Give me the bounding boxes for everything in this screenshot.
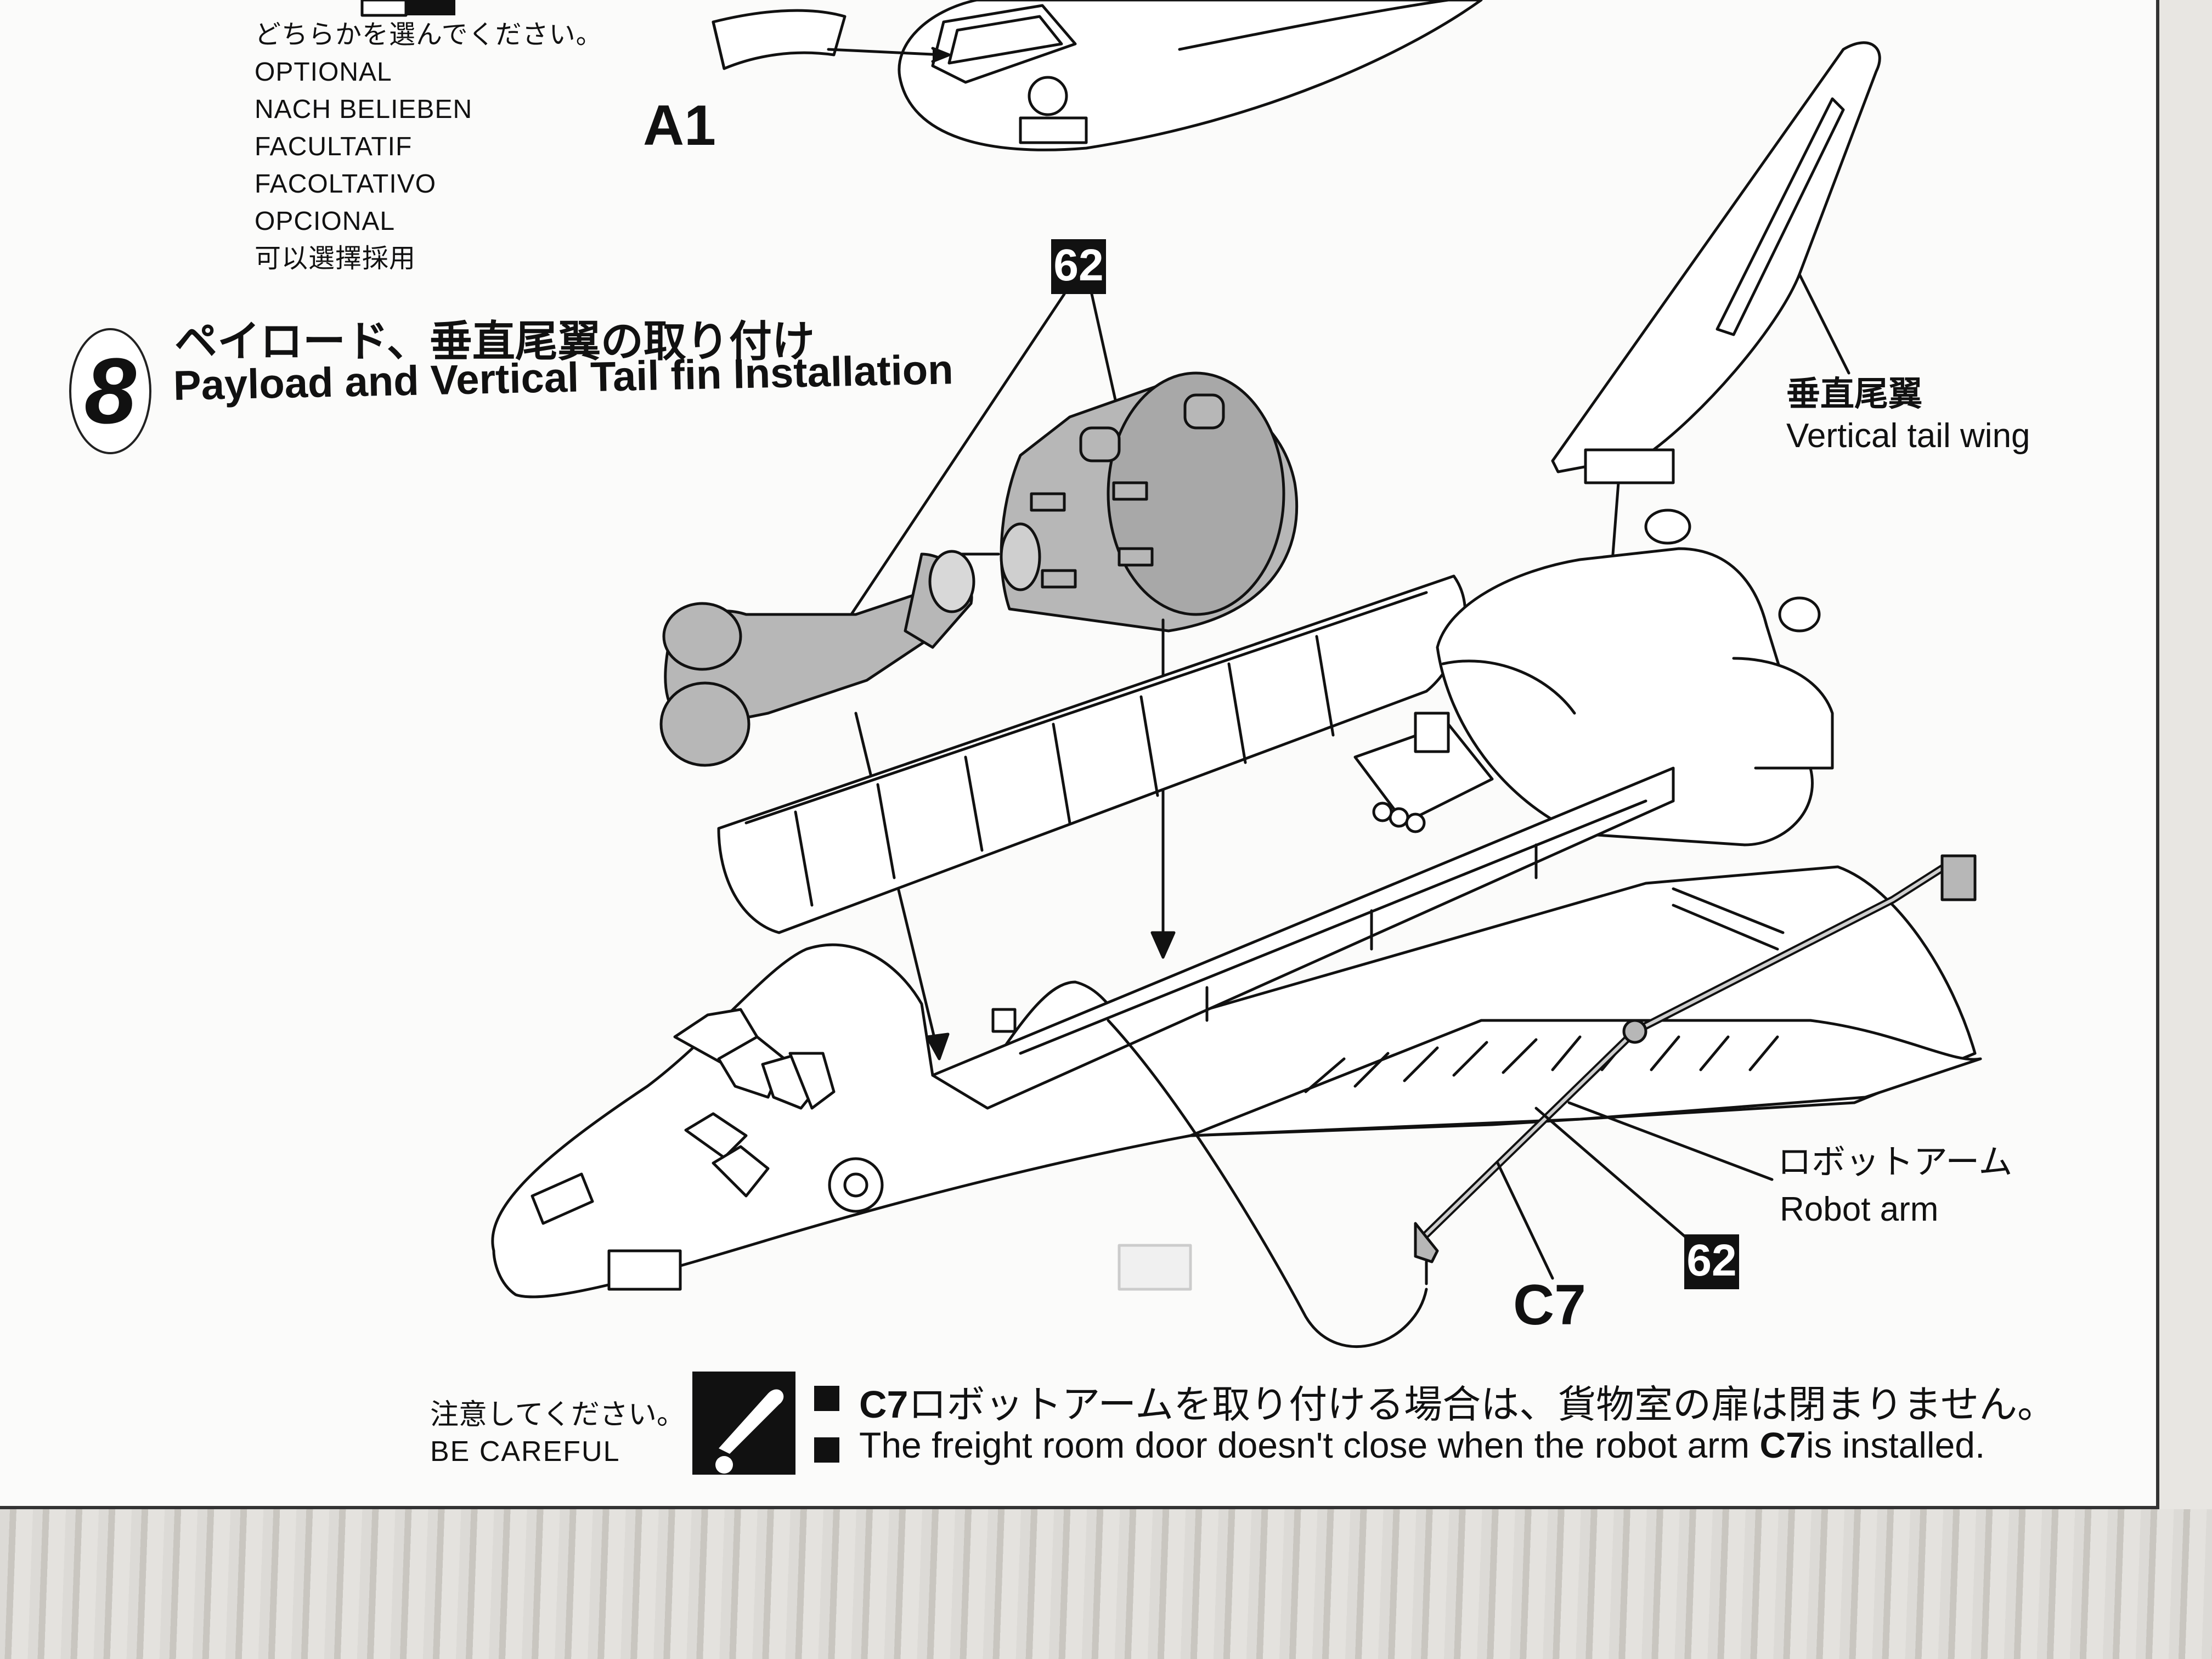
optional-de: NACH BELIEBEN (255, 95, 473, 124)
leader-c7 (1496, 1161, 1554, 1280)
table-surface (0, 1509, 2212, 1659)
caution-note-ja: C7ロボットアームを取り付ける場合は、貨物室の扉は閉まりません。 (859, 1374, 2056, 1429)
part-label-c7: C7 (1513, 1273, 1586, 1337)
vertical-tail-fin (1551, 41, 1881, 484)
callout-arm-en: Robot arm (1780, 1190, 1939, 1228)
square-bullet-icon (814, 1437, 839, 1463)
exclamation-icon (692, 1372, 795, 1475)
leader-62-bottom (1534, 1107, 1697, 1247)
optional-language-list: どちらかを選んでください。 OPTIONAL NACH BELIEBEN FAC… (255, 22, 603, 283)
optional-ja: どちらかを選んでください。 (255, 20, 603, 49)
note-en-post: is installed. (1805, 1425, 1985, 1465)
payload-module (1000, 371, 1299, 633)
note-ja-text: ロボットアームを取り付ける場合は、貨物室の扉は閉まりません。 (908, 1383, 2056, 1426)
optional-fr: FACULTATIF (255, 132, 413, 161)
optional-en: OPTIONAL (255, 58, 392, 87)
callout-tail-ja: 垂直尾翼 (1786, 375, 1923, 413)
leader-robot-arm (1567, 1101, 1774, 1181)
part-label-a1: A1 (643, 94, 716, 157)
part-tab-mark-white (360, 0, 408, 17)
note-en-pre: The freight room door doesn't close when… (859, 1425, 1760, 1465)
assembly-drawing (360, 0, 1982, 1475)
instruction-sheet: どちらかを選んでください。 OPTIONAL NACH BELIEBEN FAC… (0, 0, 2159, 1509)
a1-decal (712, 9, 951, 70)
leader-tail (1798, 273, 1850, 375)
leader-62-module (1090, 292, 1121, 419)
upper-shuttle-nose (898, 0, 1483, 151)
caution-label-ja: 注意してください。 (430, 1399, 685, 1431)
optional-zh: 可以選擇採用 (255, 244, 416, 273)
step-number-badge: 8 (69, 328, 151, 454)
part-number-62-top: 62 (1051, 239, 1106, 294)
callout-tail-en: Vertical tail wing (1786, 417, 2030, 455)
shuttle-body (491, 509, 1982, 1299)
callout-arm-ja: ロボットアーム (1778, 1143, 2013, 1181)
optional-es: OPCIONAL (255, 207, 396, 236)
note-ja-code: C7 (859, 1383, 909, 1426)
square-bullet-icon (814, 1386, 839, 1411)
caution-note-en: The freight room door doesn't close when… (859, 1424, 1985, 1466)
note-en-code: C7 (1759, 1425, 1806, 1465)
step-number: 8 (84, 339, 137, 443)
optional-it: FACOLTATIVO (255, 170, 437, 199)
caution-label-en: BE CAREFUL (430, 1436, 620, 1468)
step-title-ja: ペイロード、垂直尾翼の取り付け (174, 317, 815, 365)
leader-c7-wire (1107, 1019, 1428, 1348)
robot-arm-part (659, 550, 975, 767)
robot-arm-installed (1414, 854, 1977, 1285)
leader-62-arm (846, 292, 1066, 622)
part-number-62-bottom: 62 (1684, 1234, 1739, 1289)
